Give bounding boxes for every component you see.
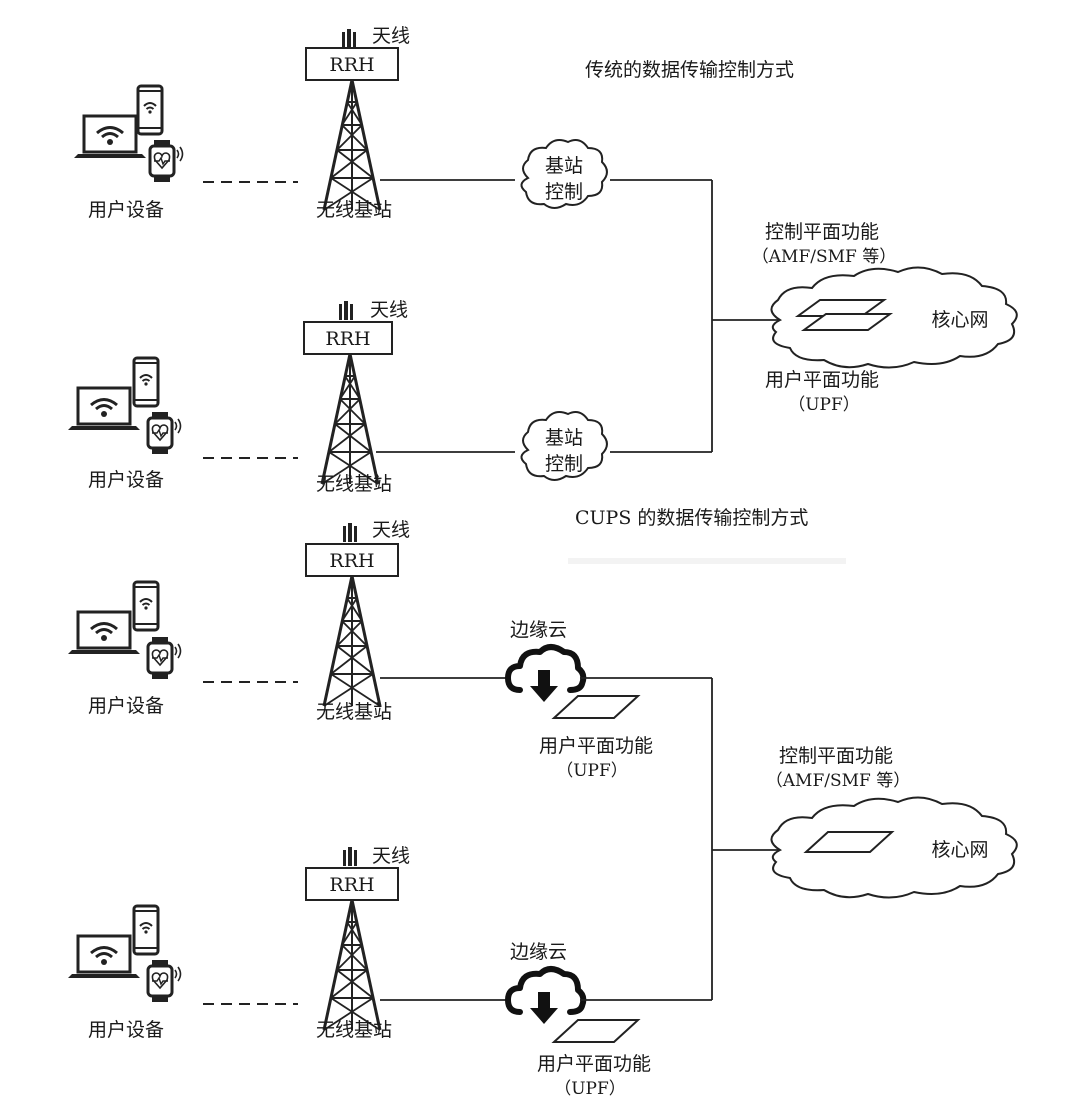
user-device-label: 用户设备: [88, 199, 164, 221]
smartwatch-icon: [146, 410, 182, 456]
base-station-label: 无线基站: [316, 701, 392, 723]
core-network-label: 核心网: [931, 839, 988, 861]
antenna-icon: [343, 847, 357, 866]
laptop-icon: [66, 610, 142, 656]
base-station-1: 天线 RRH 无线基站: [305, 25, 410, 221]
base-station-label: 无线基站: [316, 1019, 392, 1041]
smartphone-icon: [136, 84, 164, 136]
control-plane-label: 控制平面功能: [765, 221, 879, 243]
user-plane-label: 用户平面功能: [539, 735, 653, 757]
control-plane-label: 控制平面功能: [779, 745, 893, 767]
rrh-box: [303, 321, 393, 355]
user-plane-function-icon: [551, 695, 641, 719]
user-plane-function-icon: [551, 1019, 641, 1043]
antenna-icon: [343, 523, 357, 542]
user-device-group-1: 用户设备: [72, 84, 184, 221]
laptop-icon: [66, 386, 142, 432]
edge-cloud-download-icon: [508, 647, 583, 702]
user-plane-sub: （UPF）: [788, 395, 860, 415]
edge-cloud-label: 边缘云: [510, 941, 567, 963]
base-station-4: 天线 RRH 无线基站: [305, 845, 410, 1041]
user-plane-sub: （UPF）: [554, 1079, 626, 1099]
traditional-title: 传统的数据传输控制方式: [585, 59, 794, 81]
tower-icon: [322, 78, 382, 212]
base-station-3: 天线 RRH 无线基站: [305, 519, 410, 723]
tower-icon: [320, 352, 380, 486]
user-plane-sub: （UPF）: [556, 761, 628, 781]
user-device-group-2: 用户设备: [66, 356, 182, 491]
laptop-icon: [66, 934, 142, 980]
traditional-section: 传统的数据传输控制方式 用户设备 天线 RRH 无线基站 基站 控制: [66, 25, 1018, 495]
tower-icon: [322, 898, 382, 1032]
core-network-cloud: 核心网: [770, 266, 1018, 369]
core-network-cloud: 核心网: [770, 796, 1018, 899]
user-device-label: 用户设备: [88, 469, 164, 491]
user-device-label: 用户设备: [88, 695, 164, 717]
user-plane-label: 用户平面功能: [765, 369, 879, 391]
antenna-label: 天线: [372, 845, 410, 867]
bs-control-label-line2: 控制: [545, 181, 583, 203]
smartwatch-icon: [146, 958, 182, 1004]
smartphone-icon: [132, 580, 160, 632]
edge-cloud-label: 边缘云: [510, 619, 567, 641]
antenna-label: 天线: [372, 519, 410, 541]
rrh-label: RRH: [329, 874, 374, 896]
base-station-label: 无线基站: [316, 473, 392, 495]
cups-title: CUPS 的数据传输控制方式: [575, 507, 808, 529]
rrh-label: RRH: [325, 328, 370, 350]
base-station-2: 天线 RRH 无线基站: [303, 299, 408, 495]
user-device-group-4: 用户设备: [66, 904, 182, 1041]
laptop-icon: [72, 114, 148, 160]
antenna-icon: [342, 29, 356, 48]
bs-control-label-line2: 控制: [545, 453, 583, 475]
user-plane-function-icon: [800, 313, 894, 331]
control-plane-sub: （AMF/SMF 等）: [766, 771, 910, 791]
base-station-label: 无线基站: [316, 199, 392, 221]
bs-control-label-line1: 基站: [545, 155, 583, 177]
divider: [568, 558, 846, 564]
antenna-label: 天线: [372, 25, 410, 47]
rrh-box: [305, 543, 399, 577]
core-network-label: 核心网: [931, 309, 988, 331]
smartphone-icon: [132, 356, 160, 408]
smartphone-icon: [132, 904, 160, 956]
bs-control-cloud-1: 基站 控制: [520, 139, 608, 209]
user-device-label: 用户设备: [88, 1019, 164, 1041]
smartwatch-icon: [146, 635, 182, 681]
control-plane-function-icon: [803, 831, 895, 853]
cups-section: CUPS 的数据传输控制方式 用户设备 天线 RRH 无线基站 边缘云 用户平面…: [66, 507, 1018, 1099]
bs-control-label-line1: 基站: [545, 427, 583, 449]
rrh-label: RRH: [329, 550, 374, 572]
user-device-group-3: 用户设备: [66, 580, 182, 717]
edge-cloud-2: 边缘云 用户平面功能 （UPF）: [508, 941, 651, 1099]
antenna-label: 天线: [370, 299, 408, 321]
tower-icon: [322, 574, 382, 708]
control-plane-sub: （AMF/SMF 等）: [752, 247, 896, 267]
rrh-box: [305, 867, 399, 901]
edge-cloud-download-icon: [508, 969, 583, 1024]
rrh-label: RRH: [329, 54, 374, 76]
antenna-icon: [339, 301, 353, 320]
edge-cloud-1: 边缘云 用户平面功能 （UPF）: [508, 619, 653, 781]
smartwatch-icon: [148, 138, 184, 184]
bs-control-cloud-2: 基站 控制: [520, 411, 608, 481]
user-plane-label: 用户平面功能: [537, 1053, 651, 1075]
